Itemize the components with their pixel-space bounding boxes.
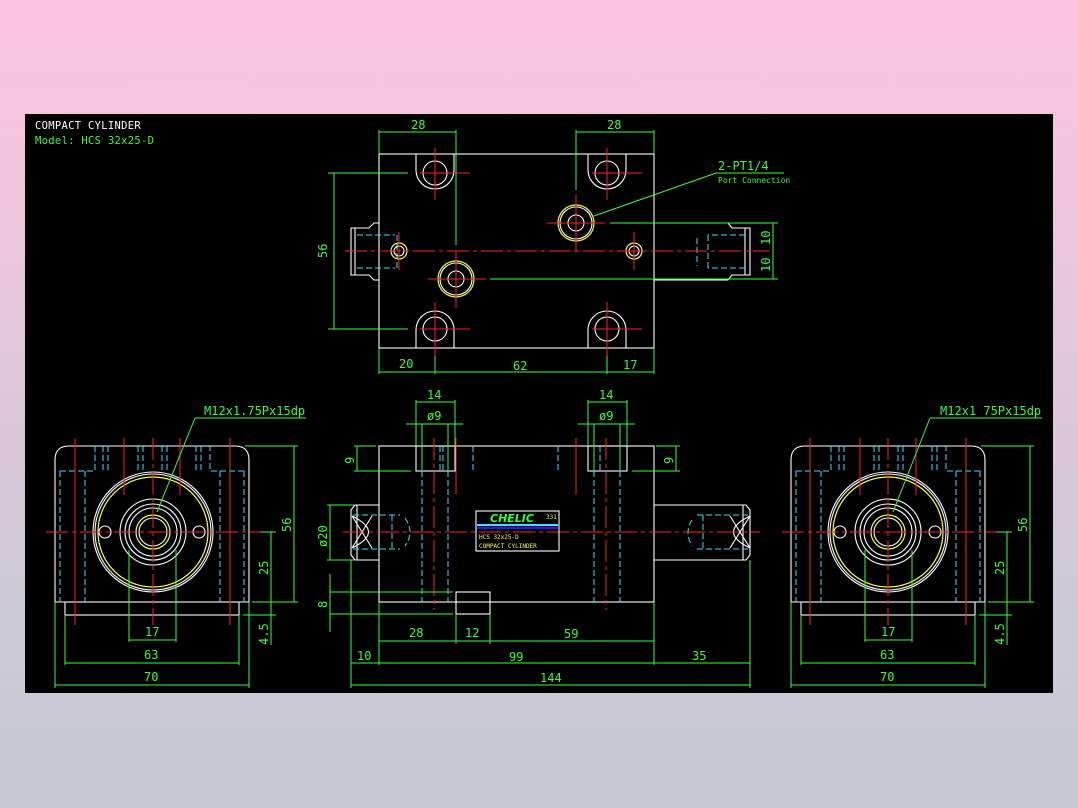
dim-port-width-left: 14 [427, 388, 441, 402]
port-callout-label: 2-PT1/4 [718, 159, 769, 173]
dim-port-dia-left: ø9 [427, 409, 441, 423]
dim-port-offset-lower: 10 [759, 258, 773, 272]
dim-63-right: 63 [880, 648, 894, 662]
front-view: CHELIC 331 HCS 32x25-D COMPACT CYLINDER … [316, 388, 760, 688]
dim-seg-99: 99 [509, 650, 523, 664]
drawing-title: COMPACT CYLINDER [35, 120, 141, 132]
thread-callout-right: M12x1 75Px15dp [940, 404, 1041, 418]
dim-bottom-right: 17 [623, 358, 637, 372]
dim-seg-12: 12 [465, 626, 479, 640]
dim-seg-35: 35 [692, 649, 706, 663]
dim-25-right: 25 [993, 561, 1007, 575]
cad-drawing-canvas: COMPACT CYLINDER Model: HCS 32x25-D .o {… [25, 114, 1053, 693]
dim-70-left: 70 [144, 670, 158, 684]
dim-rod-dia: ø20 [316, 525, 330, 547]
dim-height-56: 56 [316, 244, 330, 258]
nameplate-desc: COMPACT CYLINDER [479, 543, 537, 550]
cad-svg: .o { stroke:#ffffff; fill:none; stroke-w… [46, 118, 1042, 688]
dim-63-left: 63 [144, 648, 158, 662]
nameplate-code: 331 [546, 514, 557, 521]
dim-foot-height: 8 [316, 601, 330, 608]
dim-25-left: 25 [257, 561, 271, 575]
dim-56-left: 56 [280, 518, 294, 532]
dim-port-width-right: 14 [599, 388, 613, 402]
side-view-right: M12x1 75Px15dp 17 63 70 56 25 4.5 [782, 404, 1042, 688]
dim-port-offset-upper: 10 [759, 231, 773, 245]
dim-seg-28: 28 [409, 626, 423, 640]
top-view: 28 28 56 10 10 20 62 17 [316, 118, 790, 374]
dim-17-right: 17 [881, 625, 895, 639]
dim-seg-10: 10 [357, 649, 371, 663]
dim-port-depth-left: 9 [343, 457, 357, 464]
nameplate-model: HCS 32x25-D [479, 534, 519, 541]
port-callout-sublabel: Port Connection [718, 176, 790, 185]
dim-port-dia-right: ø9 [599, 409, 613, 423]
drawing-model: Model: HCS 32x25-D [35, 135, 155, 147]
dim-top-left: 28 [411, 118, 425, 132]
dim-bottom-left: 20 [399, 357, 413, 371]
dim-port-depth-right: 9 [662, 457, 676, 464]
nameplate-brand: CHELIC [490, 512, 534, 525]
dim-17-left: 17 [145, 625, 159, 639]
dim-overall-144: 144 [540, 671, 562, 685]
dim-56-right: 56 [1016, 518, 1030, 532]
dim-70-right: 70 [880, 670, 894, 684]
dim-bottom-mid: 62 [513, 359, 527, 373]
dim-seg-59: 59 [564, 627, 578, 641]
thread-callout-left: M12x1.75Px15dp [204, 404, 305, 418]
dim-top-right: 28 [607, 118, 621, 132]
side-view-left: M12x1.75Px15dp 17 63 70 56 25 [46, 404, 306, 688]
dim-4-5-right: 4.5 [993, 623, 1007, 645]
dim-4-5-left: 4.5 [257, 623, 271, 645]
